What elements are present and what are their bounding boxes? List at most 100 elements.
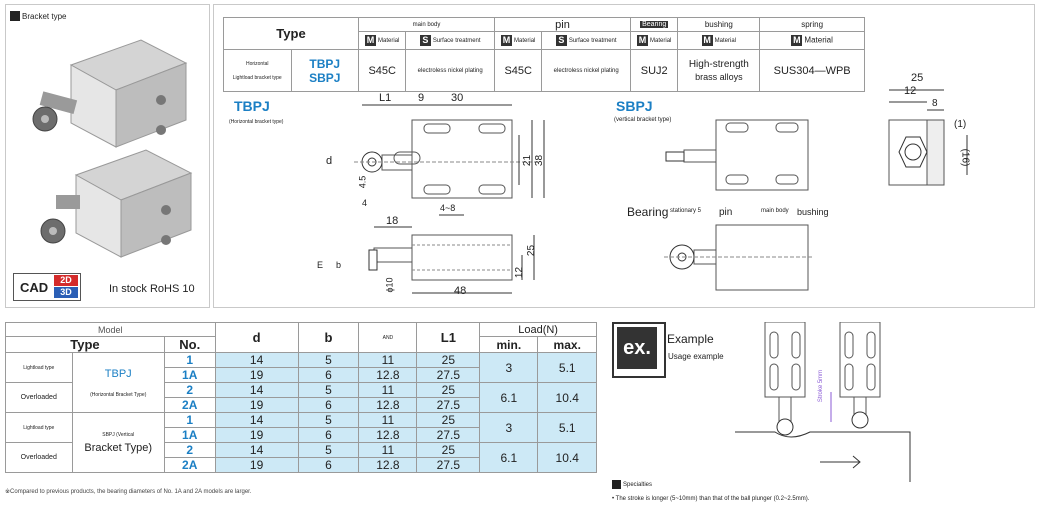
material-spec-table: Type main body pin Bearing bushing sprin…: [223, 17, 865, 92]
cad-2d-badge: 2D: [54, 275, 78, 286]
sbpj-drawing-subtitle: (vertical bracket type): [614, 117, 672, 123]
group-light-load-label: Lightload type: [5, 352, 73, 383]
row-l1: 25: [416, 382, 481, 398]
lbl-bearing: Bearing: [627, 205, 669, 219]
dim-9: 9: [418, 92, 425, 104]
col-max-header: max.: [537, 336, 597, 353]
col-type-header: Type: [5, 336, 165, 353]
cad-3d-badge: 3D: [54, 287, 78, 298]
dim-E: E: [317, 260, 324, 270]
product-photo: [32, 39, 193, 258]
row-no: 2A: [163, 457, 216, 473]
usage-example-drawing: [735, 322, 911, 482]
table-row: Overloaded 2 14 5 11 25 6.1 10.4: [5, 442, 597, 473]
row-d: 19: [214, 397, 299, 413]
dim-d: d: [326, 155, 333, 167]
table-row: 1A 19 6 12.8 27.5: [6, 427, 597, 443]
dim-4: 4: [362, 198, 368, 208]
specialties-marker-icon: [612, 480, 621, 489]
load-max: 5.1: [537, 412, 597, 443]
tbpj-technical-drawing: [354, 104, 545, 294]
spec-mainbody-header: main body: [358, 17, 495, 32]
side-dim-16: (16): [959, 148, 971, 167]
side-dim-8: 8: [932, 98, 938, 109]
load-min: 3: [479, 412, 539, 443]
row-l1: 27.5: [416, 367, 481, 383]
col-min-header: min.: [479, 336, 539, 353]
sbpj-technical-drawing: [664, 119, 814, 291]
model-table-footnote: ※Compared to previous products, the bear…: [5, 489, 252, 495]
row-d: 14: [214, 442, 299, 458]
group-overloaded-label: Overloaded: [5, 382, 73, 413]
row-d: 19: [214, 457, 299, 473]
example-title: Example: [667, 332, 714, 346]
col-L1-header: L1: [416, 322, 481, 353]
col-d-header: d: [214, 322, 299, 353]
table-row: 1A 19 6 12.8 27.5: [6, 367, 597, 383]
load-max: 10.4: [537, 382, 597, 413]
row-no: 1A: [163, 367, 216, 383]
row-l1: 27.5: [416, 397, 481, 413]
row-l1: 27.5: [416, 457, 481, 473]
table-row: Lightload type TBPJ(Horizontal Bracket T…: [5, 352, 597, 413]
load-max: 10.4: [537, 442, 597, 473]
col-and-header: AND: [358, 322, 418, 353]
tbpj-drawing-title: TBPJ: [234, 98, 270, 114]
lbl-stationary: stationary 5: [670, 208, 702, 214]
table-row: 2A 19 6 12.8 27.5: [6, 397, 597, 413]
row-l1: 25: [416, 352, 481, 368]
row-e: 12.8: [358, 367, 418, 383]
row-b: 5: [297, 442, 360, 458]
spec-body-material: S45C: [357, 49, 407, 92]
row-no: 2A: [163, 397, 216, 413]
specialties-note: • The stroke is longer (5~10mm) than tha…: [612, 496, 810, 502]
table-row: 2A 19 6 12.8 27.5: [6, 457, 597, 473]
col-load-header: Load(N): [479, 322, 597, 337]
lbl-mainbody: main body: [761, 208, 789, 214]
lbl-bushing: bushing: [797, 207, 829, 217]
row-d: 14: [214, 352, 299, 368]
dim-25: 25: [526, 244, 538, 257]
example-subtitle: Usage example: [668, 352, 724, 361]
dim-L1: L1: [379, 92, 392, 104]
row-no: 1A: [163, 427, 216, 443]
dim-48: 48: [454, 285, 467, 297]
dim-b: b: [336, 260, 342, 270]
cad-badge[interactable]: CAD 2D 3D: [13, 273, 81, 301]
model-table: Model d b AND L1 Load(N) Type No. min. m…: [5, 322, 597, 473]
spec-spring-material: SUS304—WPB: [759, 49, 865, 92]
col-no-header: No.: [163, 336, 216, 353]
stock-rohs-text: In stock RoHS 10: [109, 283, 195, 295]
drawing-panel: Type main body pin Bearing bushing sprin…: [213, 4, 1035, 308]
dim-4-8: 4~8: [440, 203, 456, 213]
spec-spring-header: spring: [759, 17, 865, 32]
row-l1: 25: [416, 442, 481, 458]
row-e: 11: [358, 412, 418, 428]
load-max: 5.1: [537, 352, 597, 383]
sbpj-drawing-title: SBPJ: [616, 98, 653, 114]
row-e: 11: [358, 442, 418, 458]
bracket-type-marker-icon: [10, 11, 20, 21]
group-overloaded-label-2: Overloaded: [5, 442, 73, 473]
load-min: 6.1: [479, 382, 539, 413]
row-b: 5: [297, 412, 360, 428]
dim-12: 12: [514, 266, 526, 279]
row-no: 2: [163, 442, 216, 458]
col-b-header: b: [297, 322, 360, 353]
row-b: 6: [297, 397, 360, 413]
load-min: 6.1: [479, 442, 539, 473]
lbl-pin: pin: [719, 207, 733, 218]
specialties-label: Specialties: [623, 482, 653, 488]
row-b: 6: [297, 457, 360, 473]
row-l1: 25: [416, 412, 481, 428]
